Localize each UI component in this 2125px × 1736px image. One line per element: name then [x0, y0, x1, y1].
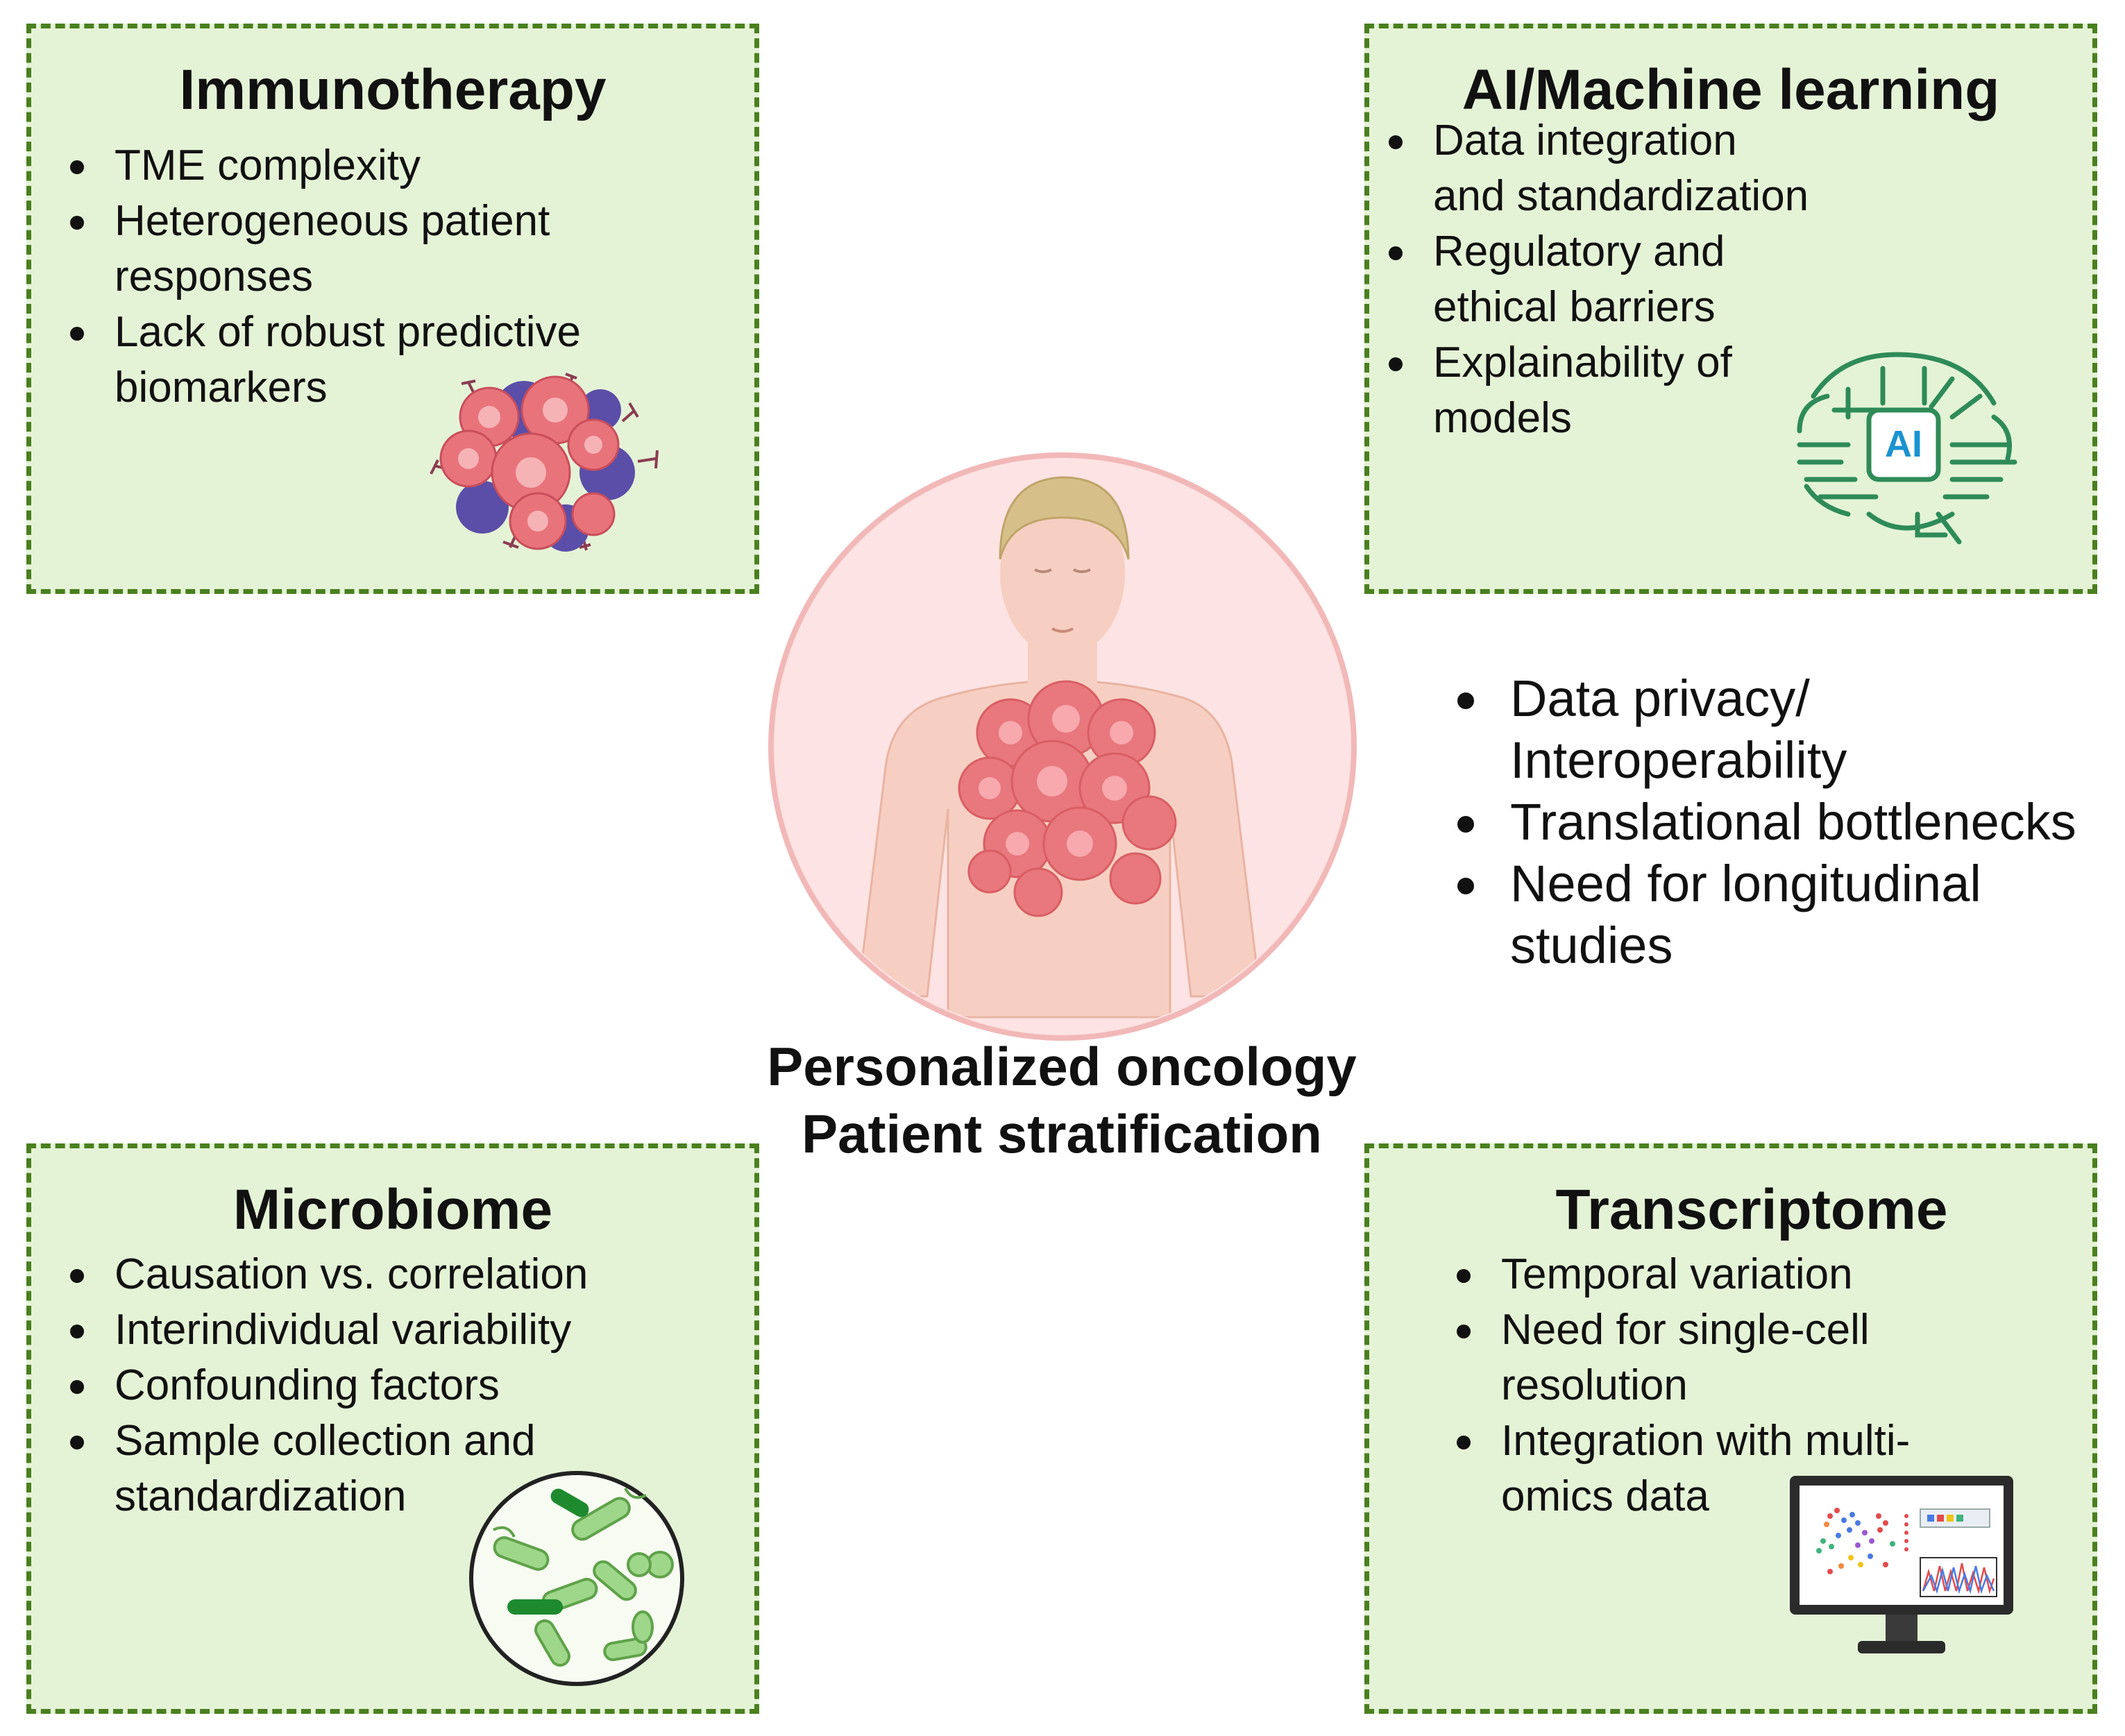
list-item: Interindividual variability: [66, 1302, 691, 1358]
human-torso-tumor-icon: [768, 452, 1357, 1041]
general-challenges-list: Data privacy/ Interoperability Translati…: [1450, 667, 2117, 976]
ai-machine-learning-panel: AI/Machine learning Data integration and…: [1364, 24, 2097, 594]
microbiome-panel: Microbiome Causation vs. correlation Int…: [26, 1143, 759, 1714]
monitor-single-cell-icon: [1790, 1476, 2013, 1653]
list-item: Need for single-cell resolution: [1453, 1302, 1917, 1413]
center-title-line1: Personalized oncology: [767, 1036, 1357, 1097]
microbiome-list: Causation vs. correlation Interindividua…: [66, 1247, 691, 1524]
list-item: Regulatory and ethical barriers: [1385, 224, 1815, 335]
immunotherapy-title: Immunotherapy: [179, 58, 607, 121]
ai-chip-label: AI: [1885, 423, 1922, 465]
microbiome-title: Microbiome: [232, 1178, 553, 1241]
ai-brain-icon: AI: [1797, 352, 2017, 545]
bacteria-petri-icon: [469, 1471, 684, 1686]
ai-list: Data integration and standardization Reg…: [1385, 113, 1815, 446]
center-title-line2: Patient stratification: [802, 1103, 1322, 1164]
transcriptome-title: Transcriptome: [1555, 1178, 1948, 1241]
transcriptome-list: Temporal variation Need for single-cell …: [1453, 1247, 2008, 1524]
list-item: Sample collection and standardization: [66, 1413, 600, 1524]
list-item: Translational bottlenecks: [1450, 791, 2117, 853]
list-item: Heterogeneous patient responses: [66, 194, 642, 305]
list-item: Confounding factors: [66, 1358, 691, 1413]
list-item: Data privacy/ Interoperability: [1450, 667, 1954, 791]
tumor-cell-cluster-icon: [430, 373, 659, 552]
ai-title: AI/Machine learning: [1462, 58, 2000, 121]
list-item: Explainability of models: [1385, 335, 1815, 446]
list-item: Integration with multi-omics data: [1453, 1413, 1945, 1524]
immunotherapy-panel: Immunotherapy TME complexity Heterogeneo…: [26, 24, 759, 594]
list-item: Lack of robust predictive biomarkers: [66, 305, 691, 416]
transcriptome-panel: Transcriptome Temporal variation Need fo…: [1364, 1143, 2097, 1714]
list-item: Data integration and standardization: [1385, 113, 1815, 224]
list-item: Causation vs. correlation: [66, 1247, 691, 1302]
list-item: Need for longitudinal studies: [1450, 853, 2065, 976]
list-item: Temporal variation: [1453, 1247, 2008, 1302]
immunotherapy-list: TME complexity Heterogeneous patient res…: [66, 138, 691, 416]
list-item: TME complexity: [66, 138, 691, 194]
